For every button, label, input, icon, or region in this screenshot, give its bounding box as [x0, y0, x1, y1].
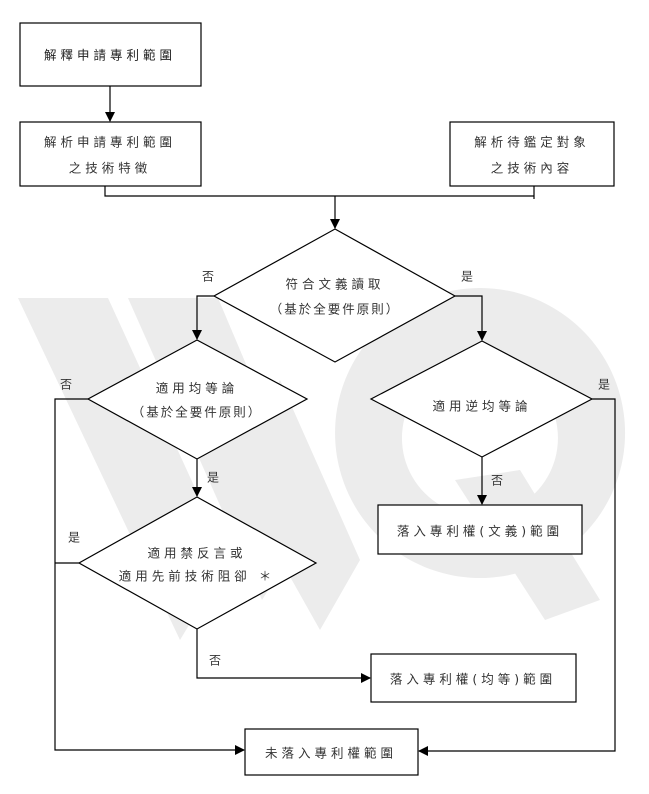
node-doctrine-of-equivalents-label-1: 適用均等論	[155, 380, 239, 396]
node-literal-infringement	[212, 228, 457, 363]
node-within-scope-equivalent-label: 落入專利權(均等)範圍	[389, 671, 557, 687]
node-parse-claim-features	[19, 121, 202, 187]
node-parse-accused-content-label-2: 之技術內容	[490, 160, 574, 176]
edge-literal-no	[192, 295, 214, 340]
node-estoppel-or-prior-art-label-2: 適用先前技術阻卻 ＊	[118, 568, 276, 584]
node-doctrine-of-equivalents-label-2: （基於全要件原則）	[131, 404, 263, 420]
node-interpret-claims	[19, 22, 202, 87]
edge-label-doe-no: 否	[59, 377, 73, 392]
node-parse-accused-content-label-1: 解析待鑑定對象	[474, 134, 590, 150]
edge-label-estoppel-no: 否	[208, 653, 222, 668]
node-literal-infringement-label-1: 符合文義讀取	[285, 276, 385, 292]
edge-label-reverse-no: 否	[490, 473, 504, 488]
edge-estoppel-no	[196, 629, 371, 683]
node-parse-claim-features-label-2: 之技術特徵	[68, 160, 152, 176]
edge-label-literal-no: 否	[201, 269, 215, 284]
node-interpret-claims-label: 解釋申請專利範圍	[43, 47, 177, 63]
edge-literal-yes	[455, 295, 487, 341]
node-within-scope-equivalent	[370, 653, 577, 703]
edge-label-estoppel-yes: 是	[67, 530, 81, 545]
node-within-scope-literal-label: 落入專利權(文義)範圍	[396, 523, 564, 539]
edge-merge-line	[104, 186, 534, 197]
edge-reverse-yes	[418, 398, 616, 756]
node-outside-scope-label: 未落入專利權範圍	[264, 745, 398, 761]
node-parse-claim-features-label-1: 解析申請專利範圍	[43, 134, 177, 150]
edge-doe-no	[54, 398, 245, 755]
edge-label-doe-yes: 是	[206, 470, 220, 485]
node-literal-infringement-label-2: （基於全要件原則）	[269, 301, 401, 317]
watermark-w-stroke-3	[230, 380, 360, 630]
node-estoppel-or-prior-art-label-1: 適用禁反言或	[147, 545, 247, 561]
node-reverse-equivalents-label: 適用逆均等論	[432, 398, 532, 414]
edge-label-reverse-yes: 是	[597, 377, 611, 392]
edge-label-literal-yes: 是	[460, 269, 474, 284]
node-parse-accused-content	[449, 121, 615, 187]
node-within-scope-literal	[377, 504, 583, 555]
